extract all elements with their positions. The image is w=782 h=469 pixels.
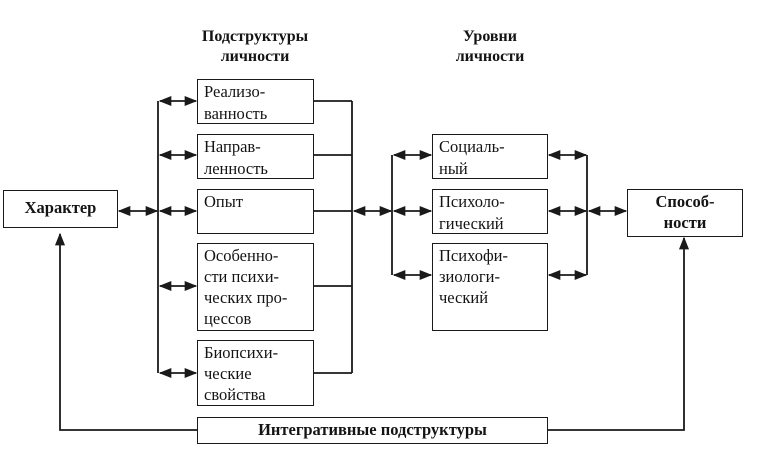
heading-levels: Уровни личности	[455, 28, 525, 65]
substructure-experience: Опыт	[197, 189, 314, 234]
level-social: Социаль- ный	[432, 134, 548, 179]
integrative-box: Интегративные подструктуры	[197, 417, 548, 444]
substructure-orientation: Направ- ленность	[197, 134, 314, 179]
level-psychophysiological: Психофи- зиологи- ческий	[432, 243, 548, 331]
feedback-to-abilities	[547, 236, 690, 431]
character-box: Характер	[3, 190, 118, 228]
level-psychological: Психоло- гический	[432, 189, 548, 234]
substructure-realization: Реализо- ванность	[197, 79, 314, 124]
substructure-biopsychic: Биопсихи- ческие свойства	[197, 340, 314, 406]
feedback-to-character	[54, 232, 197, 431]
substructure-mental-processes: Особенно- сти психи- ческих про- цессов	[197, 243, 314, 331]
heading-substructures: Подструктуры личности	[201, 28, 309, 65]
abilities-box: Способ- ности	[627, 189, 743, 237]
